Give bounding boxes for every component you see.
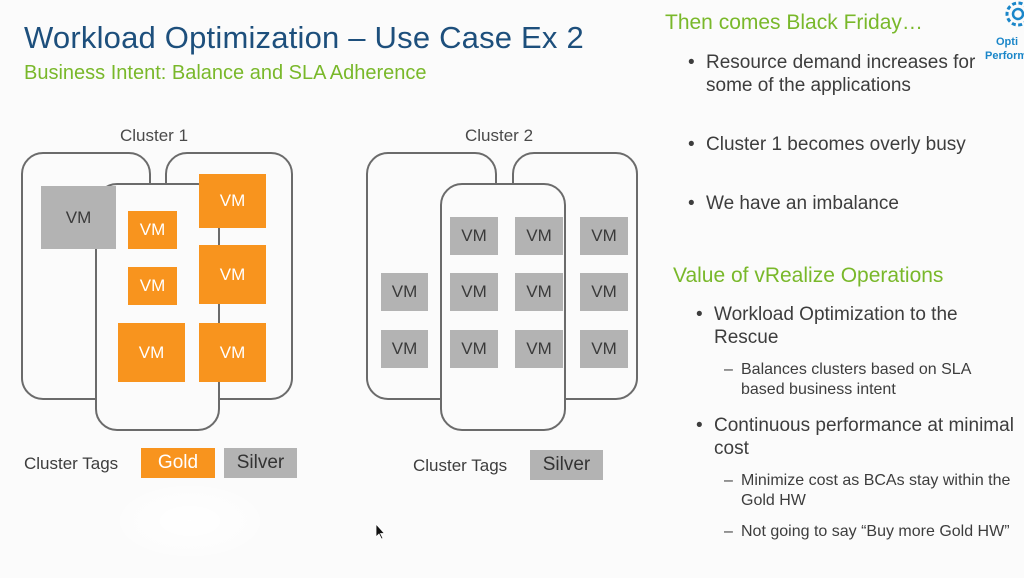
vm-box: VM: [41, 186, 116, 249]
gear-icon: [996, 0, 1024, 64]
bullet-dot: •: [688, 134, 695, 155]
slide-subtitle: Business Intent: Balance and SLA Adheren…: [24, 62, 427, 84]
sub-bullet-item: – Not going to say “Buy more Gold HW”: [724, 522, 1011, 542]
bullet-text: Cluster 1 becomes overly busy: [706, 134, 966, 155]
sub-bullet-text: Not going to say “Buy more Gold HW”: [741, 523, 1010, 540]
logo-text-line1: Opti: [996, 36, 1018, 48]
vm-box: VM: [199, 174, 266, 228]
sub-bullet-item: – Minimize cost as BCAs stay within the …: [724, 471, 1011, 511]
cluster-2-label: Cluster 2: [465, 126, 534, 145]
bullet-text: Resource demand increases for some of th…: [706, 52, 976, 96]
sub-bullet-text: Minimize cost as BCAs stay within the Go…: [741, 472, 1011, 509]
bullet-item: • Continuous performance at minimal cost: [696, 414, 1014, 460]
vm-box: VM: [128, 211, 177, 249]
vm-box: VM: [580, 330, 628, 368]
vm-box: VM: [515, 330, 563, 368]
bullet-text: We have an imbalance: [706, 193, 899, 214]
vm-box: VM: [381, 273, 428, 311]
bullet-item: • Resource demand increases for some of …: [688, 51, 991, 97]
bullet-dot: •: [688, 193, 695, 214]
sub-bullet-dash: –: [724, 361, 733, 378]
vm-box: VM: [118, 323, 185, 382]
mouse-cursor-icon: [375, 522, 386, 545]
sub-bullet-item: – Balances clusters based on SLA based b…: [724, 360, 1011, 400]
sub-bullet-dash: –: [724, 523, 733, 540]
bullet-item: • Cluster 1 becomes overly busy: [688, 133, 991, 156]
vm-box: VM: [450, 217, 498, 255]
gold-tag: Gold: [141, 448, 215, 478]
glare: [120, 486, 260, 556]
vm-box: VM: [450, 273, 498, 311]
silver-tag: Silver: [530, 450, 603, 480]
cluster-2-tags-label: Cluster Tags: [413, 456, 508, 475]
bullet-item: • We have an imbalance: [688, 192, 991, 215]
bullet-dot: •: [688, 52, 695, 73]
sub-bullet-dash: –: [724, 472, 733, 489]
sub-bullet-text: Balances clusters based on SLA based bus…: [741, 361, 971, 398]
vm-box: VM: [580, 217, 628, 255]
vm-box: VM: [381, 330, 428, 368]
vm-box: VM: [515, 273, 563, 311]
bullet-text: Workload Optimization to the Rescue: [714, 304, 958, 348]
vm-box: VM: [199, 245, 266, 304]
heading-black-friday: Then comes Black Friday…: [665, 11, 923, 34]
vm-box: VM: [199, 323, 266, 382]
logo-text-line2: Perform: [985, 50, 1024, 62]
bullet-dot: •: [696, 304, 703, 325]
bullet-dot: •: [696, 415, 703, 436]
vm-box: VM: [515, 217, 563, 255]
vm-box: VM: [450, 330, 498, 368]
silver-tag: Silver: [224, 448, 297, 478]
vm-box: VM: [580, 273, 628, 311]
slide-title: Workload Optimization – Use Case Ex 2: [24, 20, 584, 55]
cluster-1-label: Cluster 1: [120, 126, 189, 145]
heading-value: Value of vRealize Operations: [673, 264, 944, 287]
bullet-item: • Workload Optimization to the Rescue: [696, 303, 1019, 349]
vm-box: VM: [128, 267, 177, 305]
cluster-1-tags-label: Cluster Tags: [24, 454, 119, 473]
bullet-text: Continuous performance at minimal cost: [714, 415, 1014, 459]
